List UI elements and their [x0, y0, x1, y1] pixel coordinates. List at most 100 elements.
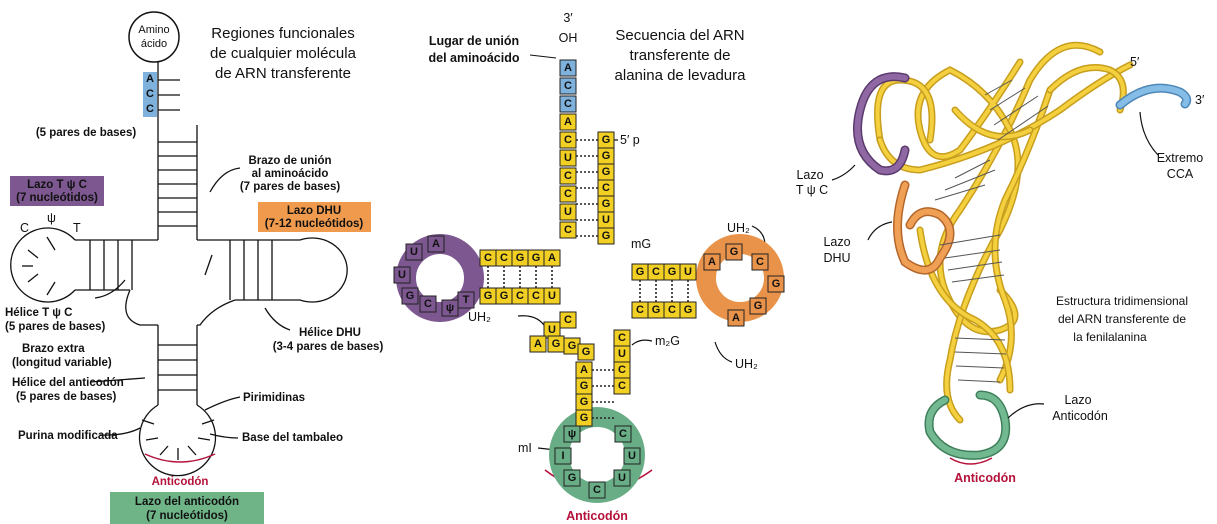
nuc-extra: A	[534, 338, 542, 350]
nuc-right-loop: C	[756, 256, 764, 268]
nuc-anticodon-loop: G	[568, 472, 577, 484]
nuc-left-loop-box	[401, 287, 419, 305]
wobble-base-label: Base del tambaleo	[242, 432, 343, 444]
nuc-anticodon-left: G	[580, 380, 589, 392]
nuc-right-loop-box	[767, 275, 785, 293]
modified-purine-label: Purina modificada	[18, 430, 118, 442]
nuc-left-stem-top: C	[484, 252, 492, 264]
nuc-anticodon-loop: U	[628, 450, 636, 462]
nuc-acceptor-5: G	[602, 198, 611, 210]
nuc-anticodon-loop: C	[619, 428, 627, 440]
nuc-left-stem-bottom: G	[500, 290, 509, 302]
nuc-extra: G	[582, 346, 591, 358]
anticodon-helix-l1: Hélice del anticodón	[12, 377, 124, 389]
nuc-acceptor-5: G	[602, 150, 611, 162]
end3-oh: OH	[559, 31, 578, 45]
panel3-end3: 3′	[1195, 93, 1205, 107]
anticodon-helix-l2: (5 pares de bases)	[16, 391, 117, 403]
nuc-right-loop-box	[703, 253, 721, 271]
nuc-left-stem-top: G	[516, 252, 525, 264]
extra-arm-l2: (longitud variable)	[12, 357, 112, 369]
nuc-left-loop: U	[410, 246, 418, 258]
nuc-left-loop: T	[463, 294, 470, 306]
anticodon-loop-l2: (7 nucleótidos)	[146, 510, 228, 522]
nuc-right-stem-top: C	[652, 266, 660, 278]
nuc-left-loop: G	[406, 290, 415, 302]
panel1-title-line1: Regiones funcionales	[211, 25, 354, 42]
nuc-right-stem-top: U	[684, 266, 692, 278]
nuc-left-loop: U	[398, 269, 406, 281]
nuc-left-loop: ψ	[446, 302, 454, 314]
nuc-left-stem-top: A	[548, 252, 556, 264]
nuc-extra: U	[548, 324, 556, 336]
nuc-acceptor-3-box	[559, 113, 577, 131]
nuc-acceptor-3: U	[564, 152, 572, 164]
panel2-anticodon-label: Anticodón	[566, 509, 628, 523]
nuc-left-loop: C	[424, 298, 432, 310]
loop-letter-psi: ψ	[47, 211, 56, 225]
mi-label: mI	[518, 441, 532, 455]
nuc-acceptor-3-box	[559, 185, 577, 203]
panel2-title-line1: Secuencia del ARN	[615, 27, 744, 44]
nuc-acceptor-3: C	[564, 134, 572, 146]
acc-letter: A	[146, 73, 154, 85]
pairs5-label: (5 pares de bases)	[36, 127, 137, 139]
nuc-acceptor-3: C	[564, 224, 572, 236]
nuc-right-loop-box	[751, 253, 769, 271]
nuc-anticodon-left: A	[580, 364, 588, 376]
nuc-acceptor-3-box	[559, 221, 577, 239]
amino-label-2: ácido	[141, 38, 167, 50]
nuc-anticodon-loop-box	[614, 425, 632, 443]
panel-alanine-sequence: Secuencia del ARN transferente de alanin…	[393, 11, 785, 523]
panel3-dhu-l1: Lazo	[823, 235, 850, 249]
panel3-end5: 5′	[1130, 55, 1140, 69]
nuc-left-loop-box	[405, 243, 423, 261]
uh2-top-label: UH₂	[727, 221, 750, 235]
panel1-anticodon-label: Anticodón	[152, 476, 209, 488]
nuc-right-loop-box	[725, 243, 743, 261]
nuc-extra-box	[577, 343, 595, 361]
panel3-cca-l2: CCA	[1167, 167, 1194, 181]
nuc-acceptor-5: C	[602, 182, 610, 194]
amino-label-1: Amino	[138, 24, 169, 36]
tpsic-helix-l2: (5 pares de bases)	[5, 321, 106, 333]
acc-letter: C	[146, 103, 154, 115]
nuc-acceptor-3: C	[564, 170, 572, 182]
nuc-left-stem-bottom: U	[548, 290, 556, 302]
nuc-acceptor-3: U	[564, 206, 572, 218]
nuc-right-stem-bottom: C	[668, 304, 676, 316]
nuc-right-loop-box	[727, 309, 745, 327]
anticodon-loop-box	[110, 492, 264, 524]
panel3-caption-l3: la fenilalanina	[1073, 330, 1147, 344]
nuc-anticodon-right: C	[618, 332, 626, 344]
nuc-anticodon-loop-box	[623, 447, 641, 465]
loop-letter-c: C	[20, 221, 29, 235]
binding-site-l1: Lugar de unión	[429, 34, 519, 48]
panel3-tpsic-l2: T ψ C	[796, 183, 828, 197]
nuc-left-stem-bottom: C	[516, 290, 524, 302]
panel-functional-regions: Amino ácido Regiones funcionales de cual…	[5, 11, 383, 524]
panel3-anticodon-loop-l1: Lazo	[1064, 393, 1091, 407]
nuc-acceptor-3-box	[559, 203, 577, 221]
nuc-right-loop: G	[754, 300, 763, 312]
panel3-anticodon-label: Anticodón	[954, 471, 1016, 485]
nuc-extra-box	[559, 311, 577, 329]
nuc-right-loop-box	[749, 297, 767, 315]
nuc-acceptor-3-box	[559, 59, 577, 77]
mg-label: mG	[631, 237, 651, 251]
nuc-acceptor-3: A	[564, 116, 572, 128]
nuc-left-loop-box	[427, 235, 445, 253]
nuc-anticodon-loop: C	[593, 484, 601, 496]
loop-letter-t: T	[73, 221, 81, 235]
nuc-anticodon-loop-box	[563, 425, 581, 443]
nuc-anticodon-left: G	[580, 396, 589, 408]
nuc-left-loop-box	[393, 266, 411, 284]
nuc-acceptor-3: A	[564, 62, 572, 74]
nuc-left-loop: A	[432, 238, 440, 250]
nuc-acceptor-3-box	[559, 149, 577, 167]
nuc-anticodon-left: G	[580, 412, 589, 424]
nuc-right-stem-bottom: C	[636, 304, 644, 316]
nuc-anticodon-loop-box	[563, 469, 581, 487]
panel3-cca-l1: Extremo	[1157, 151, 1204, 165]
